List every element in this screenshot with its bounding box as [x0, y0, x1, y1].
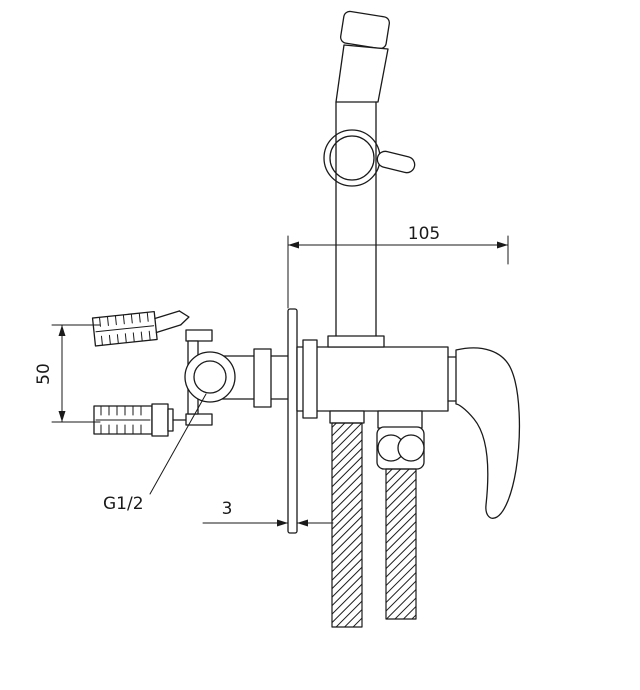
hose-assembly [329, 410, 425, 628]
dimension-105: 105 [287, 224, 509, 309]
thread-callout: G1/2 [103, 393, 207, 514]
dim-105-label: 105 [408, 224, 440, 244]
nut-circle-right [397, 434, 425, 462]
thread-label: G1/2 [103, 494, 144, 514]
wall-anchor-top [91, 310, 190, 347]
dim-50-label: 50 [34, 363, 54, 385]
holder-ring-inner [329, 135, 375, 181]
dimension-3: 3 [202, 499, 334, 527]
lever-handle [455, 347, 521, 519]
sprayer [323, 10, 416, 337]
wall-plate [287, 308, 298, 534]
dimension-50: 50 [34, 324, 101, 423]
pipe-nut [253, 348, 272, 408]
dim-3-label: 3 [222, 499, 233, 519]
wall-anchor-bottom [93, 403, 187, 437]
spray-nozzle [339, 10, 391, 50]
hose-right-adapter [377, 410, 423, 429]
hose-left [331, 422, 363, 628]
holder-hook [376, 150, 416, 174]
spray-head [335, 44, 389, 103]
hose-right [385, 468, 417, 620]
valve-body [296, 335, 457, 419]
hose-left-fitting [329, 410, 365, 424]
g12-fitting [184, 351, 236, 403]
holder-ring [323, 129, 381, 187]
inlet-pipe [214, 348, 289, 408]
